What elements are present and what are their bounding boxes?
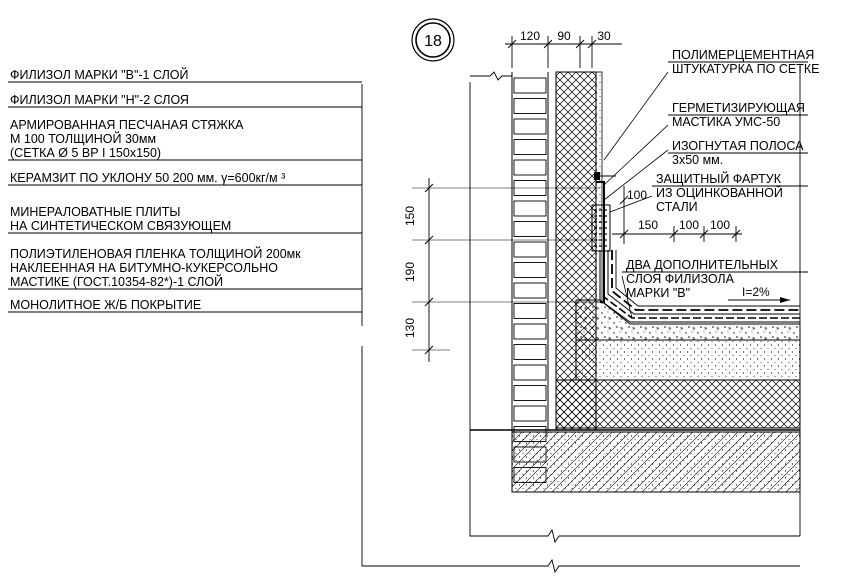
dim-120: 120 (520, 29, 540, 43)
brick-masonry (511, 72, 549, 492)
mineral-wool-boards (555, 379, 801, 429)
brick (513, 98, 547, 114)
right-label-line: СЛОЯ ФИЛИЗОЛА (626, 272, 735, 286)
brick (513, 77, 547, 94)
left-layer-labels: ФИЛИЗОЛ МАРКИ "В"-1 СЛОЙ ФИЛИЗОЛ МАРКИ "Н… (8, 67, 363, 326)
dim-apron-150: 150 (638, 218, 658, 232)
right-label-line: ДВА ДОПОЛНИТЕЛЬНЫХ (626, 258, 779, 272)
brick (513, 241, 547, 258)
brick (513, 364, 547, 381)
brick (513, 385, 547, 401)
dim-apron-100b: 100 (679, 218, 699, 232)
waterproofing-layers (599, 250, 800, 323)
dim-apron-100: 100 (627, 188, 647, 202)
dim-apron-100c: 100 (710, 218, 730, 232)
side-dimension-chain (412, 178, 600, 362)
right-label-line: ИЗ ОЦИНКОВАННОЙ (656, 185, 783, 200)
brick (513, 303, 547, 319)
dim-190: 190 (403, 262, 417, 282)
brick (513, 282, 547, 299)
brick (513, 159, 547, 176)
right-label-line: ШТУКАТУРКА ПО СЕТКЕ (672, 62, 819, 76)
dim-130: 130 (403, 318, 417, 338)
right-label-line: МАСТИКА УМС-50 (672, 115, 780, 129)
break-lines (361, 70, 801, 574)
brick (513, 323, 547, 340)
apron-dimension-chain (612, 186, 742, 244)
brick (513, 139, 547, 155)
dim-30: 30 (597, 29, 611, 43)
left-label-line: (СЕТКА Ø 5 ВР I 150х150) (10, 146, 161, 160)
detail-number-marker: 18 (411, 18, 455, 62)
slope-value: I=2% (742, 285, 770, 299)
left-label-line: МИНЕРАЛОВАТНЫЕ ПЛИТЫ (10, 205, 181, 219)
right-label-line: ИЗОГНУТАЯ ПОЛОСА (672, 139, 804, 153)
left-label-line: ПОЛИЭТИЛЕНОВАЯ ПЛЕНКА ТОЛЩИНОЙ 200мк (10, 246, 301, 261)
left-label-line: ФИЛИЗОЛ МАРКИ "В"-1 СЛОЙ (10, 67, 189, 82)
brick (513, 262, 547, 278)
brick (513, 200, 547, 217)
dim-150: 150 (403, 206, 417, 226)
right-label-line: ГЕРМЕТИЗИРУЮЩАЯ (672, 101, 805, 115)
left-label-line: АРМИРОВАННАЯ ПЕСЧАНАЯ СТЯЖКА (10, 118, 244, 132)
left-label-line: МАСТИКЕ (ГОСТ.10354-82*)-1 СЛОЙ (10, 274, 223, 289)
plaster-layer (595, 71, 603, 303)
left-label-line: М 100 ТОЛЩИНОЙ 30мм (10, 131, 156, 146)
right-label-line: СТАЛИ (656, 200, 698, 214)
left-label-line: КЕРАМЗИТ ПО УКЛОНУ 50 200 мм. γ=600кг/м … (10, 171, 285, 185)
left-label-line: ФИЛИЗОЛ МАРКИ "Н"-2 СЛОЯ (10, 93, 189, 107)
brick (513, 118, 547, 135)
left-label-line: МОНОЛИТНОЕ Ж/Б ПОКРЫТИЕ (10, 298, 201, 312)
brick (513, 405, 547, 422)
slope-arrow: I=2% (728, 285, 790, 303)
top-dimension-chain (505, 36, 622, 68)
left-label-line: НАКЛЕЕННАЯ НА БИТУМНО-КУКЕРСОЛЬНО (10, 261, 278, 275)
brick (513, 344, 547, 360)
dim-90: 90 (557, 29, 571, 43)
detail-number: 18 (424, 33, 442, 50)
left-label-line: НА СИНТЕТИЧЕСКОМ СВЯЗУЮЩЕМ (10, 219, 231, 233)
right-label-line: МАРКИ "В" (626, 286, 690, 300)
right-label-line: ПОЛИМЕРЦЕМЕНТНАЯ (672, 48, 814, 62)
expanded-clay-layer (575, 339, 801, 381)
right-label-line: ЗАЩИТНЫЙ ФАРТУК (656, 171, 782, 186)
right-label-line: 3х50 мм. (672, 153, 723, 167)
brick (513, 221, 547, 237)
